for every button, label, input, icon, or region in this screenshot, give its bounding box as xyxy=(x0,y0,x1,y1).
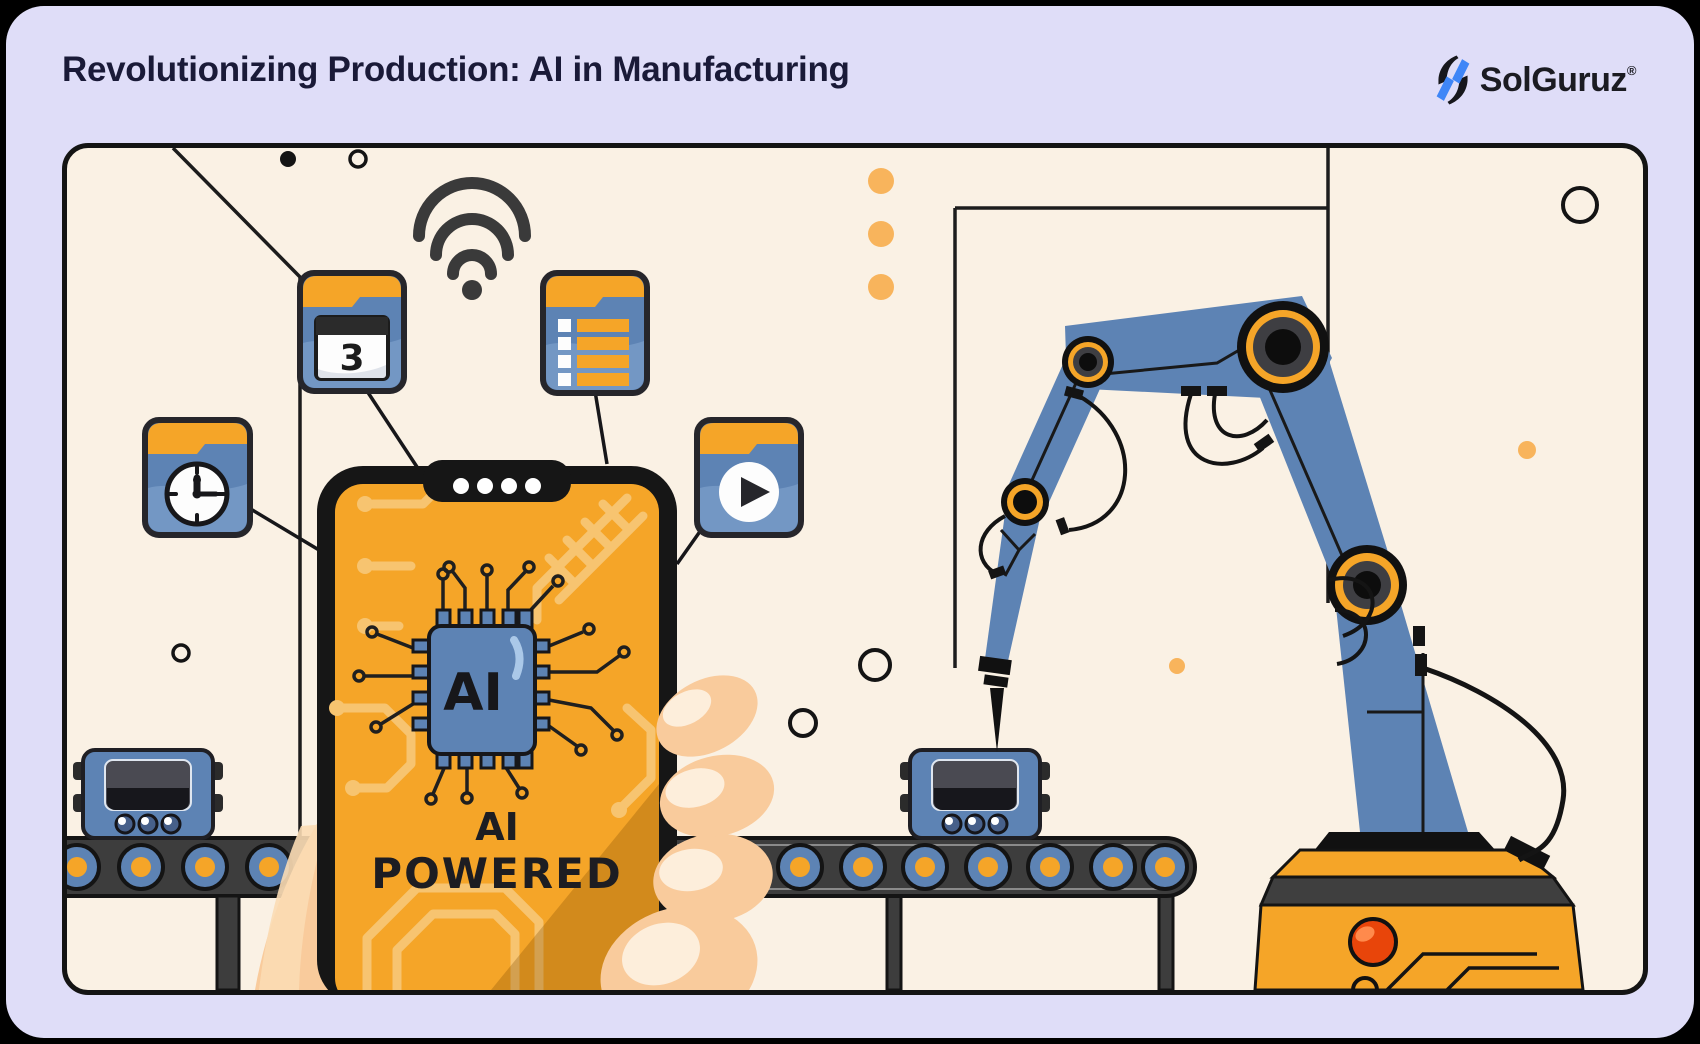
caption-powered: POWERED xyxy=(371,849,622,898)
ai-chip: AI xyxy=(411,608,551,770)
robot-base xyxy=(1253,665,1585,990)
screen-circuit-pattern xyxy=(338,479,656,990)
device-center xyxy=(900,748,1050,840)
decor-dots xyxy=(171,149,1599,738)
checklist-icon xyxy=(540,270,650,396)
robot-joint-shoulder xyxy=(1237,301,1329,393)
robot-joint-mid xyxy=(1001,478,1049,526)
base-circuit-lines xyxy=(1385,952,1559,990)
base-power-button[interactable] xyxy=(1348,917,1398,967)
icon-connector-lines xyxy=(248,390,703,566)
solguruz-logo-icon xyxy=(1436,55,1470,105)
smartphone: AI AI POWERED xyxy=(317,460,677,990)
robot-cable xyxy=(1422,665,1567,863)
wire-connectors xyxy=(988,385,1427,676)
wifi-icon xyxy=(413,177,531,300)
registered-mark: ® xyxy=(1626,62,1637,78)
calendar-icon: 3 xyxy=(297,270,407,394)
brand-logo: SolGuruz ® xyxy=(1433,54,1637,106)
chip-trace-pads xyxy=(352,560,631,806)
chip-traces xyxy=(365,570,621,795)
robot-arm xyxy=(978,296,1468,832)
caption-ai: AI xyxy=(475,805,519,849)
brand-name: SolGuruz ® xyxy=(1479,60,1637,100)
robot-wires xyxy=(978,393,1375,666)
robot-tool xyxy=(978,655,1012,752)
notch-dots xyxy=(453,478,541,494)
illustration: 3 xyxy=(67,148,1599,990)
chip-label: AI xyxy=(443,663,503,723)
page-title: Revolutionizing Production: AI in Manufa… xyxy=(62,50,850,89)
hand xyxy=(600,675,775,990)
device-left xyxy=(73,748,223,840)
robot-joint-top xyxy=(1062,336,1114,388)
screen-shadow xyxy=(491,784,659,990)
brand-name-text: SolGuruz xyxy=(1479,60,1628,99)
checklist-rows xyxy=(558,319,629,386)
calendar-day: 3 xyxy=(339,338,364,379)
illustration-panel: 3 xyxy=(62,143,1648,995)
page-background: Revolutionizing Production: AI in Manufa… xyxy=(6,6,1694,1038)
clock-icon xyxy=(142,417,253,538)
play-icon xyxy=(694,417,804,538)
